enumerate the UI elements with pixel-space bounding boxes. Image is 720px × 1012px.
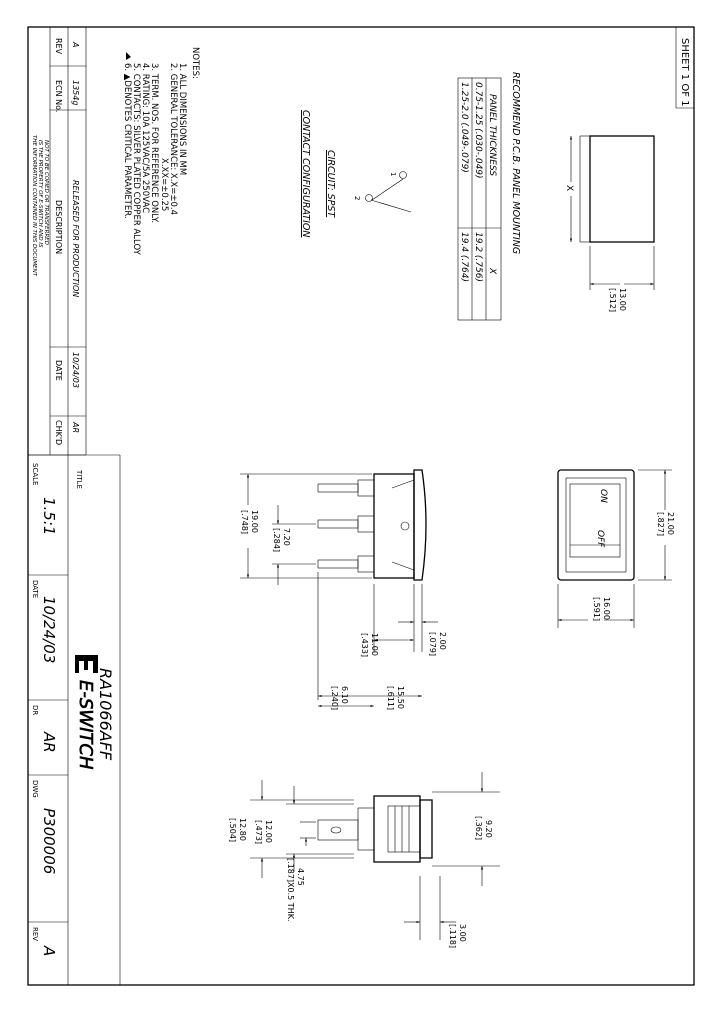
flange-dim-in: [.079] bbox=[428, 632, 437, 656]
chkd-value: AR bbox=[71, 421, 80, 433]
scale-value: 1.5:1 bbox=[40, 497, 58, 535]
circuit-diagram: CONTACT CONFIGURATION CIRCUIT: SPST 1 2 bbox=[300, 110, 412, 238]
rev-value: A bbox=[40, 945, 58, 956]
date-value: 10/24/03 bbox=[71, 352, 80, 388]
terminal-1-label: 1 bbox=[389, 172, 397, 176]
disclaimer-line-3: NOT TO BE COPIED OR TRANSFERRED bbox=[43, 140, 49, 245]
contact-configuration-caption: CONTACT CONFIGURATION bbox=[300, 110, 311, 238]
revision-block: REV ECN No. DESCRIPTION DATE CHK'D A 135… bbox=[28, 27, 87, 456]
terminal-length-dim-in: [.240] bbox=[330, 686, 339, 710]
sheet-label: SHEET 1 OF 1 bbox=[679, 38, 690, 107]
side-a-dim-in: [.362] bbox=[474, 816, 483, 840]
pcb-header-x: X bbox=[487, 267, 497, 275]
face-width-dim: 16.00 bbox=[602, 597, 611, 620]
side-b-dim: 12.00 bbox=[264, 820, 273, 843]
date-header: DATE bbox=[54, 360, 63, 381]
body-height-dim: 19.00 bbox=[250, 510, 259, 533]
title-label: TITLE bbox=[75, 469, 83, 489]
pcb-mounting-table: RECOMMEND P.C.B. PANEL MOUNTING PANEL TH… bbox=[457, 72, 521, 321]
tab-dim: 4.75 bbox=[296, 868, 305, 886]
note-2: 2. GENERAL TOLERANCE: X.X=±0.4 bbox=[168, 63, 178, 215]
flange-dim: 2.00 bbox=[438, 632, 447, 650]
end-view: 9.20 [.362] 3.00 [.118] 12.80 [.504] 12.… bbox=[228, 772, 500, 948]
dwg-label: DWG bbox=[31, 780, 39, 798]
panel-cutout: X 13.00 [.512] bbox=[564, 135, 655, 312]
rocker-off-label: OFF bbox=[595, 530, 605, 548]
pcb-table-title: RECOMMEND P.C.B. PANEL MOUNTING bbox=[510, 72, 521, 254]
disclaimer-line-2: IS THE PROPERTY OF E-SWITCH AND IS bbox=[37, 140, 43, 248]
body-height-dim-in: [.748] bbox=[240, 510, 249, 534]
pcb-header-thickness: PANEL THICKNESS bbox=[487, 94, 497, 176]
face-height-dim-in: [.827] bbox=[656, 512, 665, 536]
title-block: TITLE RA1066AFF SCALE 1.5:1 DATE 10/24/0… bbox=[28, 454, 121, 985]
body-depth-dim: 11.00 bbox=[370, 633, 379, 656]
description-header: DESCRIPTION bbox=[54, 200, 63, 254]
body-length-dim-in: [.611] bbox=[386, 686, 395, 710]
pcb-row-2-x: 19.4 (.764) bbox=[459, 232, 469, 282]
drawing-border bbox=[27, 26, 695, 986]
ecn-value: 1354g bbox=[71, 80, 80, 105]
dr-value: AR bbox=[40, 731, 58, 753]
side-c-dim: 12.80 bbox=[238, 818, 247, 841]
e-switch-logo: E-SWITCH bbox=[75, 655, 98, 770]
description-value: RELEASED FOR PRODUCTION bbox=[71, 180, 80, 297]
cutout-height-dim: 13.00 bbox=[618, 288, 627, 311]
side-a-dim: 9.20 bbox=[484, 820, 493, 838]
date-value: 10/24/03 bbox=[40, 596, 58, 663]
note-6: 6. ▲DENOTES CRITICAL PARAMETER. bbox=[122, 63, 132, 219]
terminal-pitch-dim: 7.20 bbox=[282, 528, 291, 546]
note-4: 4. RATING: 10A 125VAC/5A 250VAC bbox=[140, 63, 150, 213]
body-depth-dim-in: [.433] bbox=[360, 633, 369, 657]
rev-value: A bbox=[71, 41, 80, 47]
pcb-row-2-thickness: 1.25-2.0 (.049-.079) bbox=[459, 82, 469, 173]
scale-label: SCALE bbox=[31, 463, 39, 485]
pcb-row-1-x: 19.2 (.756) bbox=[473, 232, 483, 282]
side-d-dim: 3.00 bbox=[458, 924, 467, 942]
pcb-row-1-thickness: 0.75-1.25 (.030-.049) bbox=[473, 82, 483, 179]
body-length-dim: 15.50 bbox=[396, 686, 405, 709]
rev-header: REV bbox=[54, 38, 63, 55]
side-view: 19.00 [.748] 7.20 [.284] 2.00 [.079] 11.… bbox=[240, 469, 447, 710]
side-b-dim-in: [.473] bbox=[254, 820, 263, 844]
critical-triangle-icon bbox=[126, 52, 131, 60]
circuit-label: CIRCUIT: SPST bbox=[325, 150, 336, 218]
terminal-length-dim: 6.10 bbox=[340, 686, 349, 704]
face-height-dim: 21.00 bbox=[666, 512, 675, 535]
notes-block: NOTES: 1. ALL DIMENSIONS IN MM 2. GENERA… bbox=[122, 47, 200, 256]
note-5: 5. CONTACTS: SILVER PLATED COPPER ALLOY bbox=[131, 63, 141, 256]
terminal-2-label: 2 bbox=[353, 196, 361, 200]
ecn-header: ECN No. bbox=[54, 80, 63, 112]
note-2b: X.XX=±0.25 bbox=[159, 158, 169, 211]
dr-label: DR bbox=[31, 705, 39, 715]
disclaimer-line-1: THE INFORMATION CONTAINED IN THIS DOCUME… bbox=[31, 135, 37, 277]
notes-heading: NOTES: bbox=[190, 47, 200, 79]
note-3: 3. TERM. NOS. FOR REFERENCE ONLY. bbox=[149, 63, 159, 223]
note-1: 1. ALL DIMENSIONS IN MM bbox=[177, 63, 187, 175]
side-c-dim-in: [.504] bbox=[228, 818, 237, 842]
cutout-height-dim-in: [.512] bbox=[608, 288, 617, 312]
title-value: RA1066AFF bbox=[96, 668, 115, 761]
chkd-header: CHK'D bbox=[54, 420, 63, 445]
face-width-dim-in: [.591] bbox=[592, 597, 601, 621]
front-view: ON OFF 21.00 [.827] 16.00 [.591] bbox=[557, 469, 675, 628]
date-label: DATE bbox=[31, 580, 39, 598]
rocker-on-label: ON bbox=[598, 489, 608, 503]
dwg-value: P300006 bbox=[40, 808, 58, 874]
side-d-dim-in: [.118] bbox=[448, 924, 457, 948]
rev-label: REV bbox=[31, 927, 39, 941]
svg-text:E-SWITCH: E-SWITCH bbox=[75, 680, 96, 770]
cutout-x-label: X bbox=[564, 185, 574, 191]
terminal-pitch-dim-in: [.284] bbox=[272, 528, 281, 552]
tab-dim-in: [.187]X0.5 THK. bbox=[286, 858, 295, 922]
